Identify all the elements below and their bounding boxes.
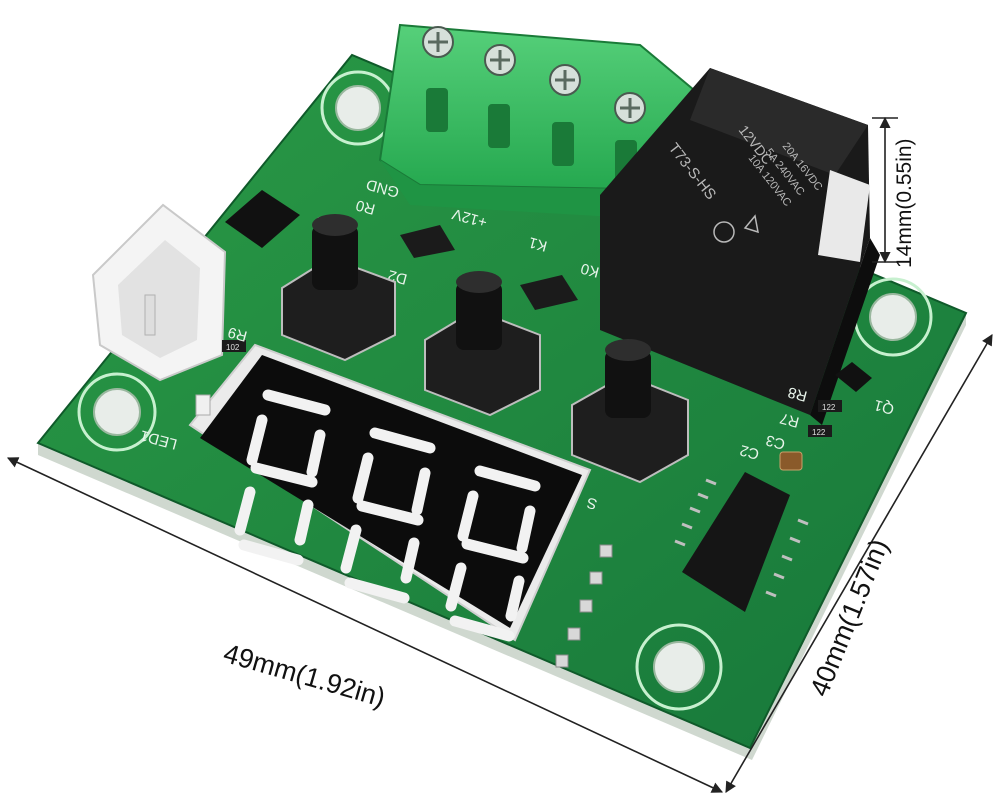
display-digits: 888 xyxy=(0,0,2,1)
certification-mark-icon xyxy=(713,214,759,243)
mounting-hole-icon xyxy=(320,70,396,146)
silkscreen-r0: R0 xyxy=(354,196,377,217)
silkscreen-k0: K0 xyxy=(579,259,601,280)
resistor-r9: 102 xyxy=(222,340,246,352)
diode-d8 xyxy=(520,275,578,310)
height-dimension-label: 14mm(0.55in) xyxy=(893,138,916,268)
svg-text:102: 102 xyxy=(226,343,240,352)
svg-text:122: 122 xyxy=(812,428,826,437)
push-button-icon xyxy=(281,214,396,362)
led1-indicator xyxy=(195,394,211,416)
sensor-connector xyxy=(91,203,227,382)
dimension-arrow-icon xyxy=(872,116,898,264)
resistor-r8: 122 xyxy=(818,400,842,412)
push-button-icon xyxy=(424,271,541,417)
push-button-icon xyxy=(571,339,689,484)
silkscreen-r9: R9 xyxy=(226,323,249,344)
capacitor-c2 xyxy=(779,451,803,471)
dimension-arrow-icon xyxy=(725,334,993,793)
silkscreen-k1: K1 xyxy=(527,233,549,254)
svg-text:122: 122 xyxy=(822,403,836,412)
mounting-hole-icon xyxy=(77,372,157,452)
resistor-r7: 122 xyxy=(808,425,832,437)
diode-d7 xyxy=(400,225,455,258)
dimension-arrow-icon xyxy=(6,457,724,793)
u2-chip xyxy=(225,190,300,248)
